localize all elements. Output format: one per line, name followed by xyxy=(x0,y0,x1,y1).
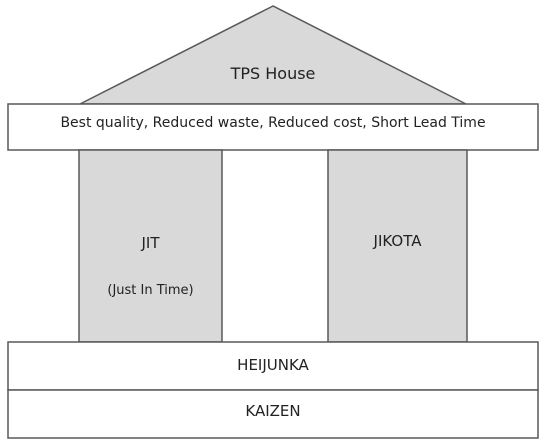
foundation-kaizen-label: KAIZEN xyxy=(245,402,301,420)
pillar-jit xyxy=(78,149,223,343)
beam-goals-text: Best quality, Reduced waste, Reduced cos… xyxy=(60,115,486,131)
pillar-jit-subtitle: (Just In Time) xyxy=(107,283,194,298)
roof-title: TPS House xyxy=(230,64,316,83)
foundation-heijunka-label: HEIJUNKA xyxy=(237,356,309,374)
roof-triangle xyxy=(79,5,467,105)
foundation-kaizen-box xyxy=(7,389,539,439)
foundation-heijunka-box xyxy=(7,341,539,391)
pillar-jit-title: JIT xyxy=(141,234,160,252)
beam-box xyxy=(7,103,539,151)
pillar-jikota-title: JIKOTA xyxy=(373,232,422,250)
pillar-jikota xyxy=(327,149,468,343)
